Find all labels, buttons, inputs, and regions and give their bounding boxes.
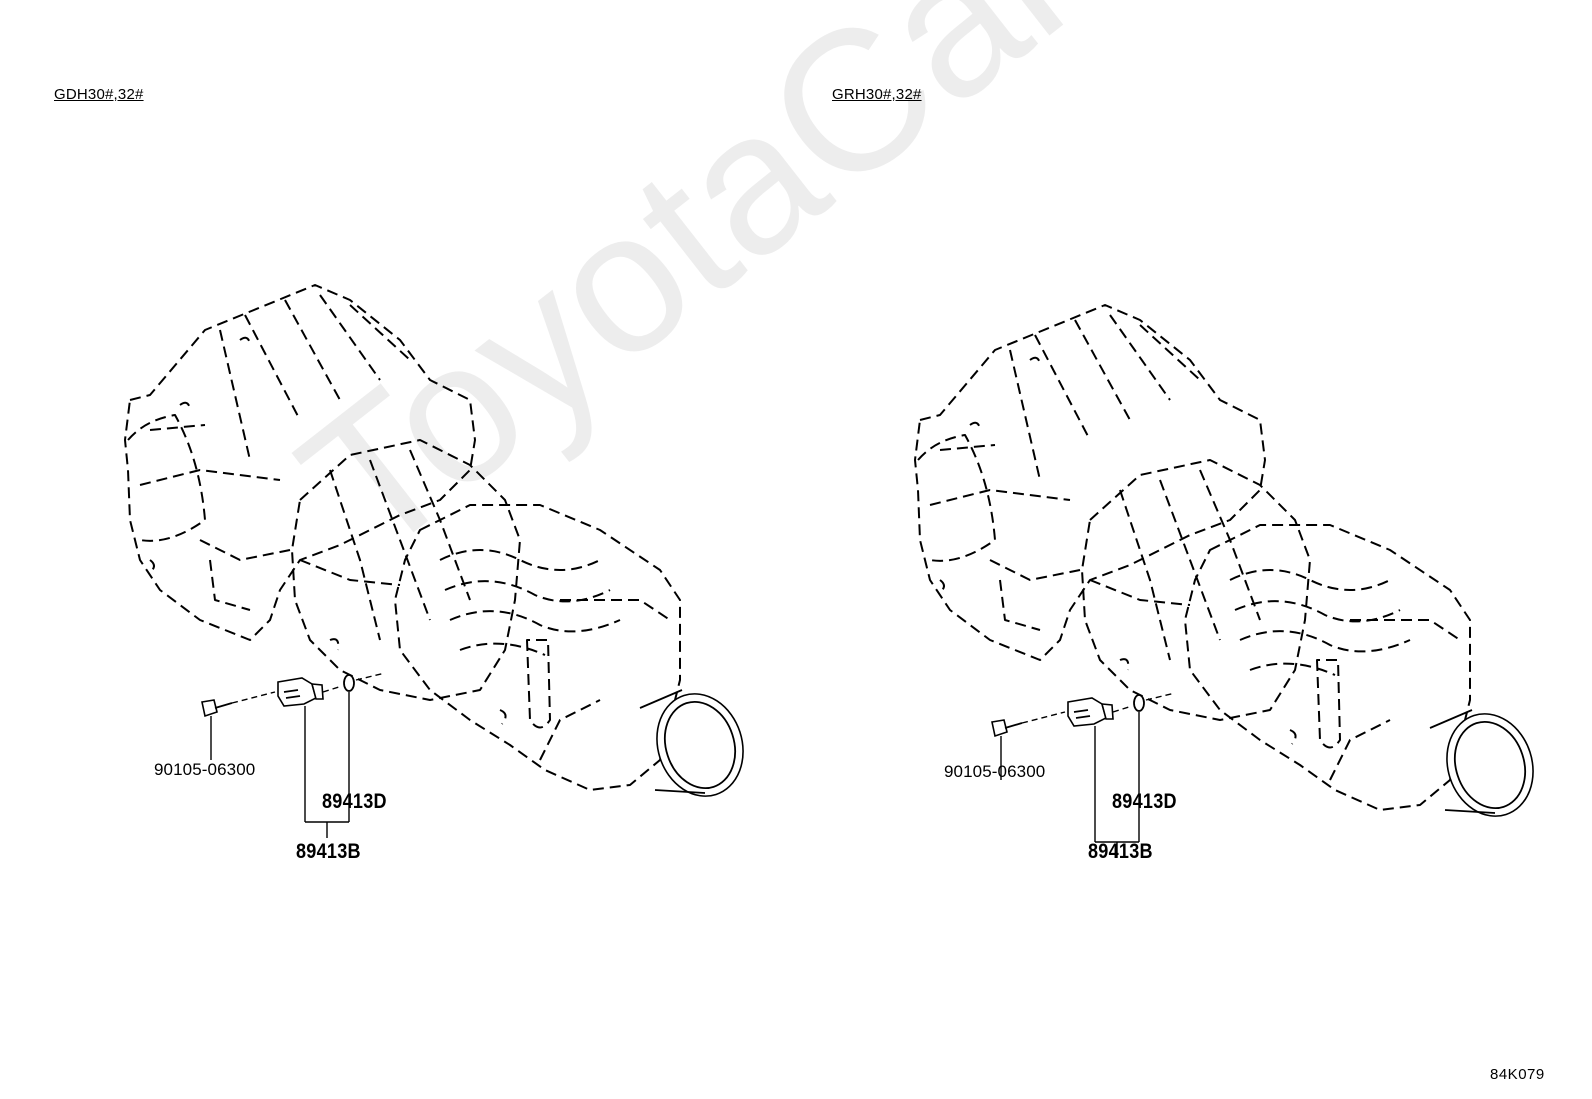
- part-number-bolt-left[interactable]: 90105-06300: [154, 760, 256, 779]
- part-number-bolt-right[interactable]: 90105-06300: [944, 762, 1046, 781]
- part-number-sensor-left[interactable]: 89413B: [296, 840, 361, 863]
- variant-label-grh: GRH30#,32#: [832, 86, 922, 103]
- part-number-oring-right[interactable]: 89413D: [1112, 790, 1177, 813]
- part-number-oring-left[interactable]: 89413D: [322, 790, 387, 813]
- diagram-reference-code: 84K079: [1490, 1066, 1545, 1083]
- part-number-sensor-right[interactable]: 89413B: [1088, 840, 1153, 863]
- transmission-drawing-left: [124, 284, 758, 839]
- variant-label-gdh: GDH30#,32#: [54, 86, 144, 103]
